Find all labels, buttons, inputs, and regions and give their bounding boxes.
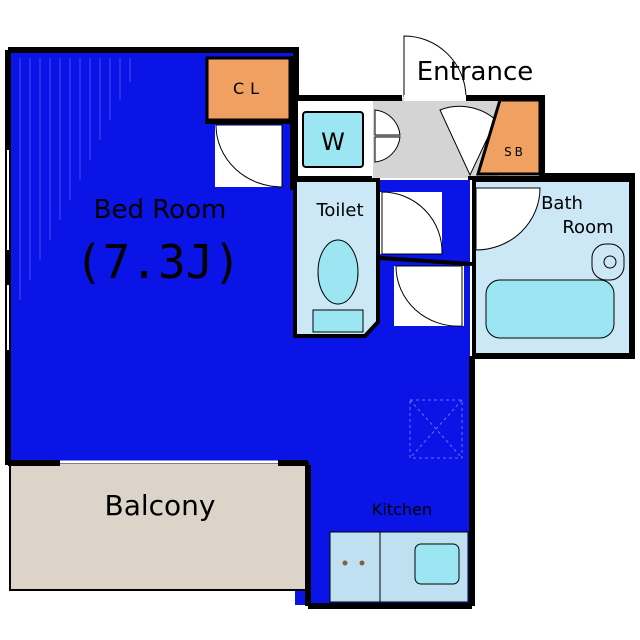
washer-box[interactable] xyxy=(302,111,364,168)
balcony-floor xyxy=(9,462,309,591)
shoe-box-label: SB xyxy=(504,145,526,159)
bed-room-size: (7.3J) xyxy=(75,235,241,289)
bath-tub xyxy=(485,279,615,339)
bath-room-label-line2: Room xyxy=(562,217,613,238)
front-door-swing[interactable] xyxy=(403,35,467,98)
bed-room-hatching xyxy=(19,58,131,300)
closet-door-swing[interactable] xyxy=(215,124,283,188)
hall-door-swing[interactable] xyxy=(395,265,463,327)
bed-room-label: Bed Room xyxy=(94,195,227,225)
closet-label: CL xyxy=(233,79,265,98)
walls xyxy=(5,47,635,609)
washer-door-swing[interactable] xyxy=(374,109,401,163)
balcony-label: Balcony xyxy=(105,489,216,522)
bath-sink xyxy=(591,243,625,281)
bath-drain xyxy=(603,255,617,269)
entrance-label: Entrance xyxy=(417,57,534,87)
stove-burner-2 xyxy=(359,560,365,566)
bath-door-swing[interactable] xyxy=(475,187,541,251)
interior-walls xyxy=(205,56,542,266)
toilet-label: Toilet xyxy=(315,200,363,221)
ceiling-hatch-diag-2 xyxy=(409,399,463,459)
kitchen-label: Kitchen xyxy=(372,500,432,519)
stove-burner-1 xyxy=(342,560,348,566)
kitchen-sink xyxy=(414,543,460,585)
washer-label: W xyxy=(321,128,345,156)
toilet-bowl xyxy=(317,239,359,305)
bath-room-label-line1: Bath xyxy=(541,193,583,214)
toilet-door-swing[interactable] xyxy=(381,191,443,255)
toilet-tank xyxy=(312,309,364,333)
ceiling-hatch xyxy=(409,399,463,459)
